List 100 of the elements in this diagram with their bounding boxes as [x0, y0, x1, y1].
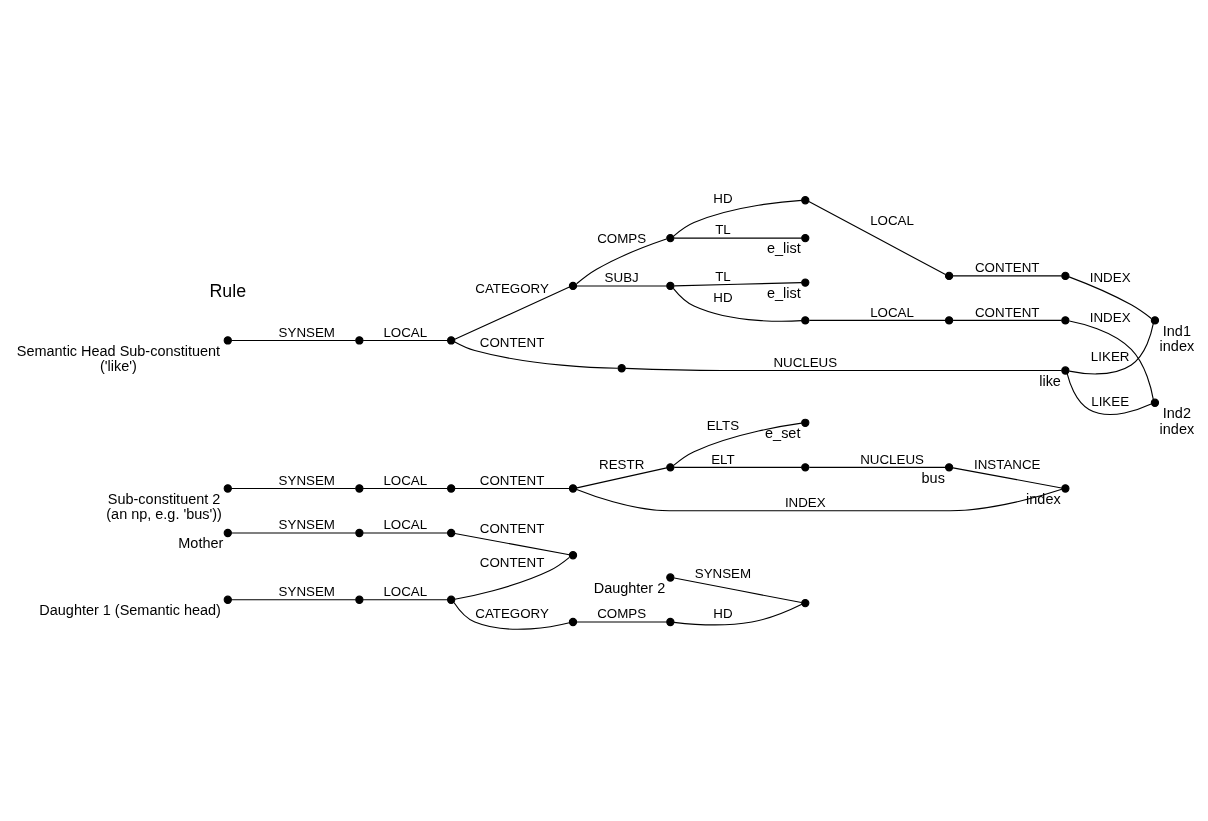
edge-label: INDEX — [1089, 269, 1131, 285]
node-dot — [1061, 483, 1070, 493]
node-dot — [666, 281, 675, 290]
node-dot — [944, 315, 954, 325]
node-dot — [1150, 398, 1160, 407]
connector — [952, 274, 1063, 276]
node-label: like — [1039, 372, 1061, 389]
connector — [952, 319, 1063, 321]
node-label: Ind2 — [1162, 404, 1191, 421]
connector — [576, 620, 668, 623]
node-dot — [801, 195, 810, 204]
node-label: e_set — [765, 424, 801, 441]
connector — [808, 200, 946, 275]
edge-label: CONTENT — [479, 334, 545, 350]
node-dot — [801, 277, 810, 287]
edge-label: CONTENT — [974, 259, 1040, 275]
connector — [673, 422, 803, 466]
node-dot — [666, 617, 675, 626]
edge-label: SYNSEM — [278, 583, 335, 599]
connector — [673, 576, 802, 603]
node-label: ('like') — [100, 357, 137, 374]
edge-label: LOCAL — [383, 516, 428, 532]
connector — [673, 466, 802, 468]
node-label: Sub-constituent 2 — [107, 490, 221, 507]
node-dot — [1150, 315, 1160, 325]
connector — [1068, 322, 1154, 374]
edge-label: INSTANCE — [973, 456, 1041, 472]
edge-label: NUCLEUS — [773, 354, 838, 370]
connector — [362, 487, 448, 489]
node-label: Daughter 2 — [593, 579, 666, 596]
node-dot — [666, 572, 675, 582]
node-dot — [1061, 365, 1070, 375]
edge-label: ELTS — [706, 417, 740, 433]
edge-label: SYNSEM — [278, 516, 335, 532]
edge-label: CATEGORY — [475, 280, 549, 296]
node-dot — [447, 335, 456, 345]
connector — [231, 598, 357, 600]
connector — [454, 532, 570, 555]
connector — [362, 531, 448, 534]
edge-label: RESTR — [599, 456, 645, 472]
node-dot — [447, 528, 456, 537]
node-dot — [447, 483, 456, 493]
connector — [576, 284, 668, 286]
node-dot — [666, 462, 675, 471]
connector — [576, 488, 1063, 511]
node-dot — [568, 617, 578, 626]
node-label: index — [1159, 420, 1195, 437]
node-dot — [223, 335, 232, 345]
edge-label: INDEX — [1089, 309, 1131, 325]
connector — [231, 339, 357, 341]
connector — [454, 487, 570, 489]
node-dot — [617, 363, 626, 372]
edge-label: SUBJ — [604, 269, 639, 285]
edge-label: HD — [713, 289, 733, 305]
connector — [1068, 275, 1152, 319]
edge-label: HD — [713, 605, 733, 621]
node-dot — [1061, 315, 1070, 325]
edge-label: COMPS — [597, 605, 647, 621]
node-dot — [801, 315, 810, 325]
connector — [625, 367, 1062, 371]
node-label: e_list — [766, 239, 801, 256]
node-dot — [944, 462, 954, 471]
node-label: e_list — [766, 284, 801, 301]
connector — [808, 466, 946, 468]
edge-label: HD — [713, 190, 733, 206]
edge-label: LOCAL — [383, 472, 428, 488]
connector — [1068, 319, 1154, 400]
edge-label: LOCAL — [870, 304, 914, 320]
node-label: index — [1026, 490, 1061, 507]
node-dot — [568, 483, 578, 493]
node-dot — [223, 528, 232, 537]
edge-label: CONTENT — [974, 304, 1040, 320]
node-dot — [355, 483, 364, 493]
edge-label: LIKEE — [1091, 393, 1130, 409]
node-dot — [801, 462, 810, 471]
node-label: Ind1 — [1162, 322, 1191, 339]
node-dot — [568, 550, 578, 559]
connector — [673, 603, 803, 625]
connector — [673, 199, 803, 236]
node-label: bus — [921, 469, 945, 486]
node-label: Daughter 1 (Semantic head) — [39, 601, 221, 618]
node-dot — [355, 335, 364, 345]
edge-label: LOCAL — [383, 324, 428, 340]
edge-label: CONTENT — [479, 472, 545, 488]
node-dot — [223, 595, 232, 604]
connector — [576, 466, 668, 488]
connector — [673, 281, 802, 286]
node-dot — [447, 595, 456, 604]
edge-label: LOCAL — [870, 212, 914, 228]
connector — [952, 466, 1063, 489]
connector — [231, 531, 357, 534]
node-dot — [223, 483, 232, 493]
connector — [454, 340, 619, 369]
connector — [453, 601, 570, 630]
edge-label: LOCAL — [383, 583, 428, 599]
edge-label: CATEGORY — [475, 605, 549, 621]
edge-label: COMPS — [597, 230, 647, 246]
connector — [1066, 372, 1152, 415]
edge-label: ELT — [711, 451, 735, 467]
edge-label: SYNSEM — [694, 565, 752, 581]
